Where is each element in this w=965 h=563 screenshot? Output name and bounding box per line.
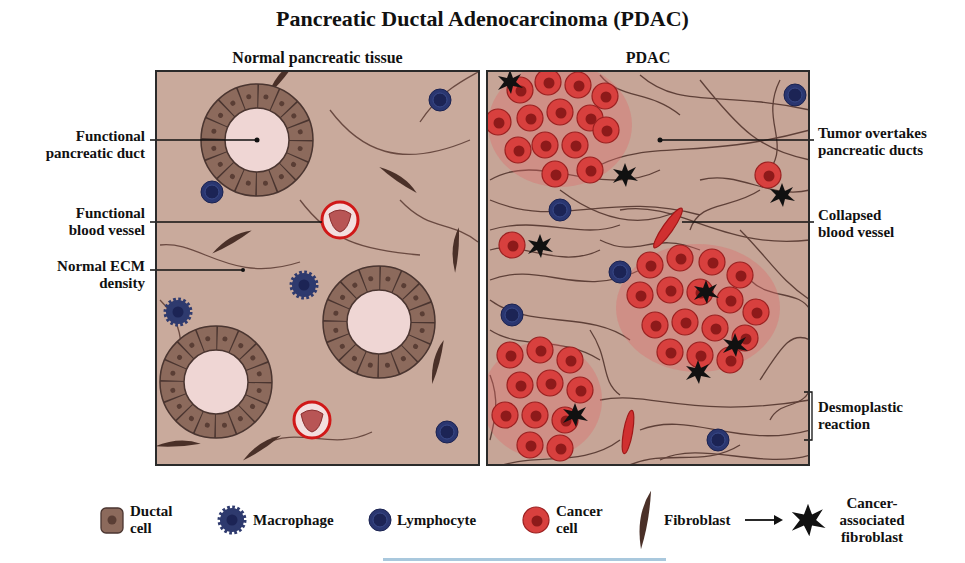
callout-label: Normal ECM density: [57, 258, 145, 292]
normal-tissue-art: [155, 70, 480, 466]
panel-heading: Normal pancreatic tissue: [157, 48, 478, 67]
panel-heading: PDAC: [488, 48, 808, 67]
callout-label: Functional pancreatic duct: [25, 128, 145, 162]
legend-label: Cancer-associated fibroblast: [826, 495, 918, 546]
leader-dots: [241, 138, 663, 273]
legend-icons: [101, 491, 826, 561]
callout-label: Functional blood vessel: [45, 205, 145, 239]
legend-label: Macrophage: [253, 512, 353, 529]
callout-label: Desmoplastic reaction: [818, 399, 928, 433]
pdac-tissue-art: [486, 70, 810, 466]
callout-label: Collapsed blood vessel: [818, 207, 918, 241]
callout-label: Tumor overtakes pancreatic ducts: [818, 125, 953, 159]
leader-lines: [150, 140, 814, 440]
legend-label: Lymphocyte: [397, 512, 497, 529]
diagram-title: Pancreatic Ductal Adenocarcinoma (PDAC): [0, 6, 965, 32]
tissue-panel: Normal pancreatic tissue: [155, 70, 480, 466]
legend-label: Ductal cell: [130, 503, 192, 537]
legend-label: Fibroblast: [664, 512, 744, 529]
legend-label: Cancer cell: [556, 503, 618, 537]
tissue-panel: PDAC: [486, 70, 810, 466]
